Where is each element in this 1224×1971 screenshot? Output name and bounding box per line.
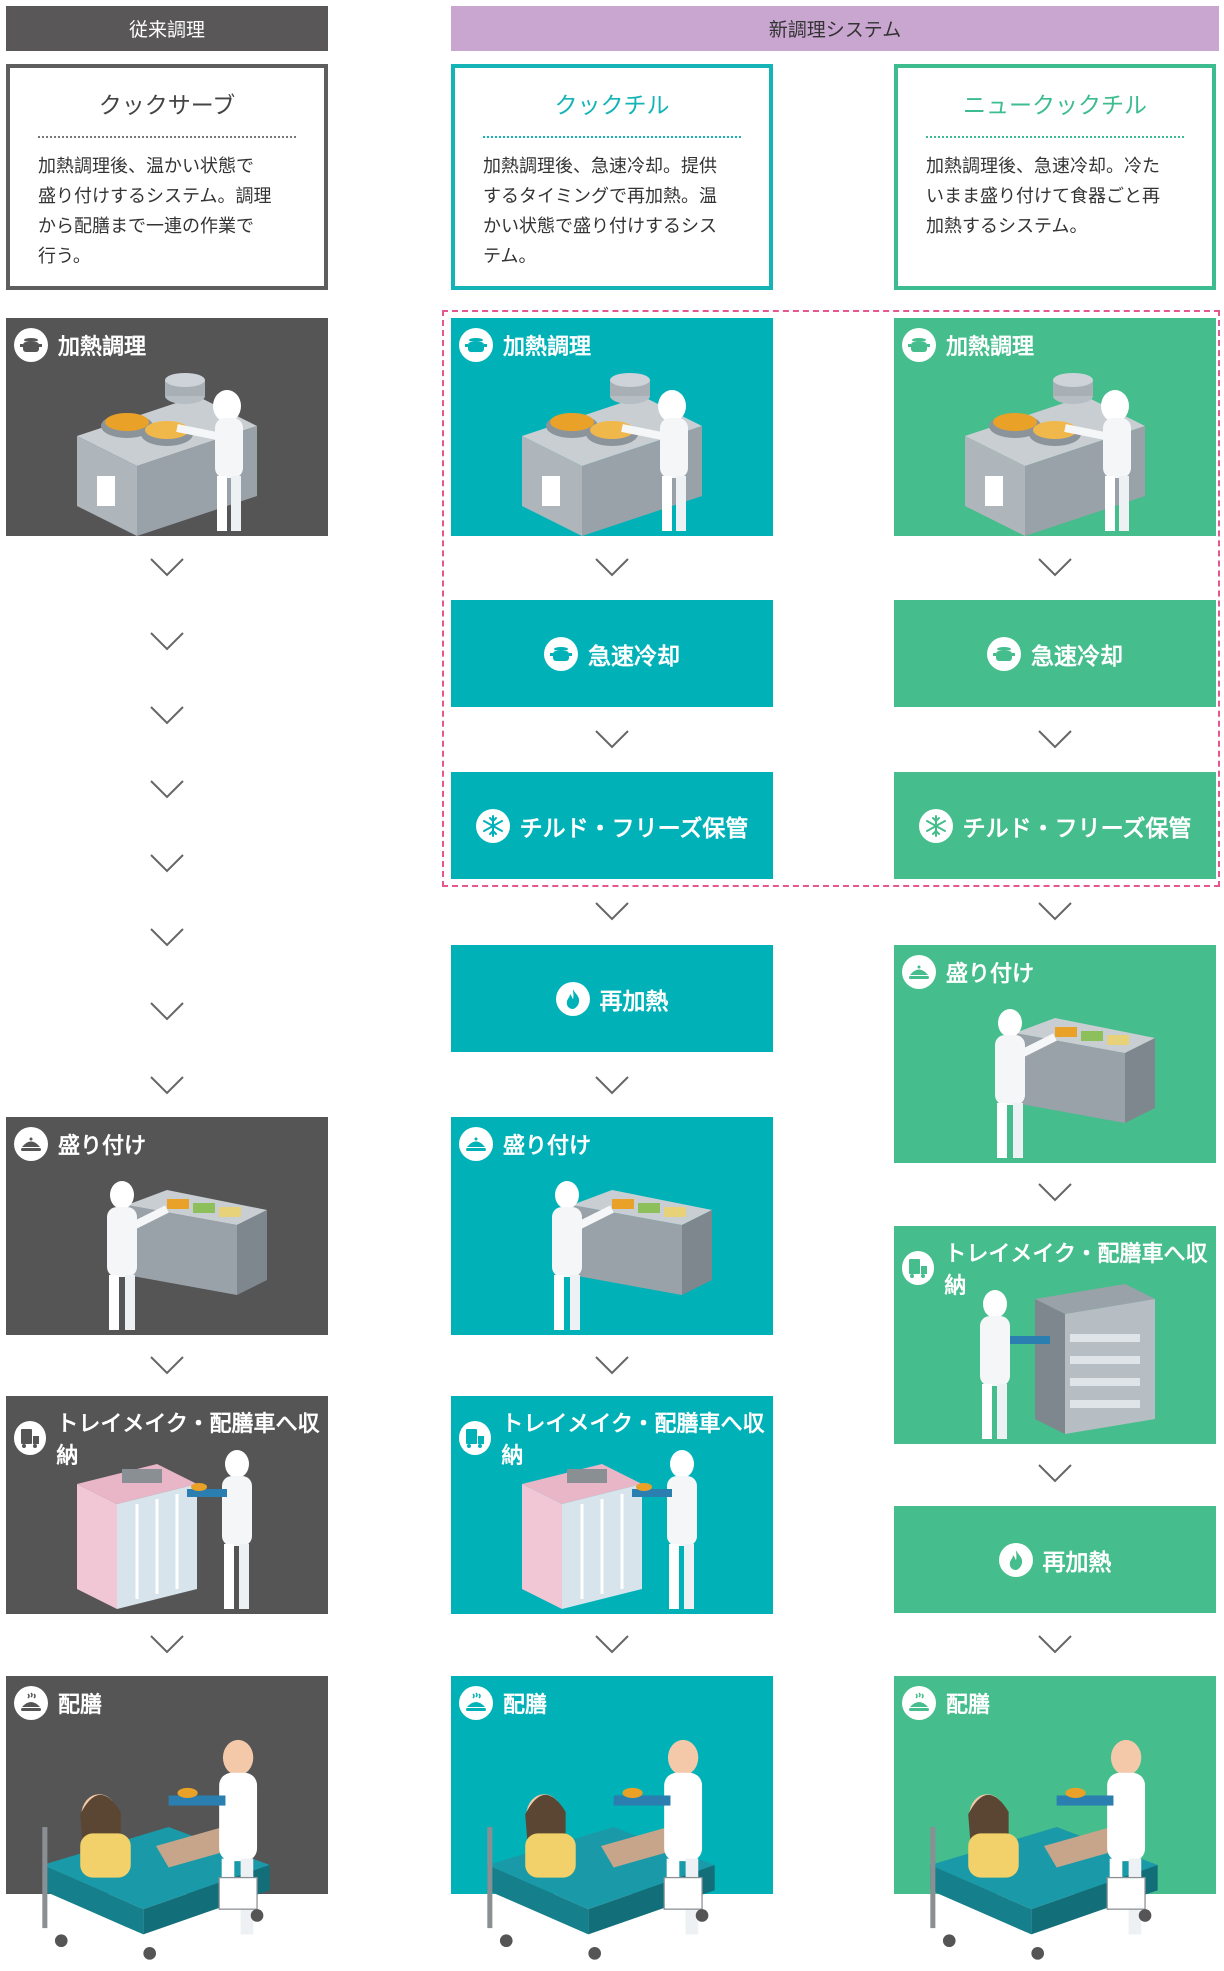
chevron-down-icon [1035,899,1075,923]
ncc-step-chilled-storage: チルド・フリーズ保管 [894,772,1216,879]
cook-serve-description: クックサーブ 加熱調理後、温かい状態で 盛り付けするシステム。調理 から配膳まで… [6,64,328,290]
flame-icon [998,1542,1033,1577]
pot-icon [14,328,48,362]
tray-rack-illustration [955,1274,1155,1444]
cart-icon [459,1421,492,1455]
serving-icon [459,1686,493,1720]
cooking-illustration [955,366,1155,536]
chevron-down-icon [147,925,187,949]
header-conventional: 従来調理 [6,6,328,51]
chevron-down-icon [147,777,187,801]
ncc-step-rapid-cool: 急速冷却 [894,600,1216,707]
chevron-down-icon [147,629,187,653]
cart-icon [902,1251,935,1285]
chevron-down-icon [1035,1632,1075,1656]
chevron-down-icon [1035,555,1075,579]
dish-icon [14,1127,48,1161]
chevron-down-icon [147,1073,187,1097]
pot-icon [902,328,936,362]
cook-chill-description: クックチル 加熱調理後、急速冷却。提供 するタイミングで再加熱。温 かい状態で盛… [451,64,773,290]
ncc-step-heat-cook: 加熱調理 [894,318,1216,536]
chevron-down-icon [592,1073,632,1097]
chevron-down-icon [147,851,187,875]
cc-step-rapid-cool: 急速冷却 [451,600,773,707]
chevron-down-icon [592,727,632,751]
cook-serve-title: クックサーブ [38,86,296,138]
cooling-pot-icon [544,636,578,671]
cooling-pot-icon [987,636,1021,671]
cc-step-plating: 盛り付け [451,1117,773,1335]
chevron-down-icon [592,1353,632,1377]
plating-illustration [512,1165,712,1335]
cook-chill-text: 加熱調理後、急速冷却。提供 するタイミングで再加熱。温 かい状態で盛り付けするシ… [483,156,717,267]
cart-icon [14,1421,47,1455]
snowflake-icon [918,808,953,843]
chevron-down-icon [1035,1180,1075,1204]
serving-icon [902,1686,936,1720]
header-new-system: 新調理システム [451,6,1219,51]
plating-illustration [67,1165,267,1335]
chevron-down-icon [147,1632,187,1656]
cooking-illustration [67,366,267,536]
new-cook-chill-description: ニュークックチル 加熱調理後、急速冷却。冷た いまま盛り付けて食器ごと再 加熱す… [894,64,1216,290]
snowflake-icon [475,808,510,843]
chevron-down-icon [147,555,187,579]
cook-chill-title: クックチル [483,86,741,138]
tray-illustration [512,1444,712,1614]
serving-illustration [26,1726,286,1966]
chevron-down-icon [1035,727,1075,751]
dish-icon [459,1127,493,1161]
serving-icon [14,1686,48,1720]
cc-step-reheat: 再加熱 [451,945,773,1052]
chevron-down-icon [1035,1461,1075,1485]
chevron-down-icon [592,1632,632,1656]
cs-step-tray-make: トレイメイク・配膳車へ収納 [6,1396,328,1614]
chill-process-frame [442,310,1220,887]
chevron-down-icon [592,555,632,579]
flame-icon [555,981,590,1016]
pot-icon [459,328,493,362]
plating-illustration [955,993,1155,1163]
cc-step-tray-make: トレイメイク・配膳車へ収納 [451,1396,773,1614]
ncc-step-tray-make: トレイメイク・配膳車へ収納 [894,1226,1216,1444]
cs-step-plating: 盛り付け [6,1117,328,1335]
new-cook-chill-text: 加熱調理後、急速冷却。冷た いまま盛り付けて食器ごと再 加熱するシステム。 [926,156,1160,237]
cc-step-chilled-storage: チルド・フリーズ保管 [451,772,773,879]
chevron-down-icon [147,1353,187,1377]
chevron-down-icon [592,899,632,923]
dish-icon [902,955,936,989]
chevron-down-icon [147,703,187,727]
ncc-step-plating: 盛り付け [894,945,1216,1163]
serving-illustration [471,1726,731,1966]
cook-serve-text: 加熱調理後、温かい状態で 盛り付けするシステム。調理 から配膳まで一連の作業で … [38,156,272,267]
cs-step-heat-cook: 加熱調理 [6,318,328,536]
new-cook-chill-title: ニュークックチル [926,86,1184,138]
tray-illustration [67,1444,267,1614]
cc-step-heat-cook: 加熱調理 [451,318,773,536]
chevron-down-icon [147,999,187,1023]
cooking-illustration [512,366,712,536]
serving-illustration [914,1726,1174,1966]
ncc-step-reheat: 再加熱 [894,1506,1216,1613]
